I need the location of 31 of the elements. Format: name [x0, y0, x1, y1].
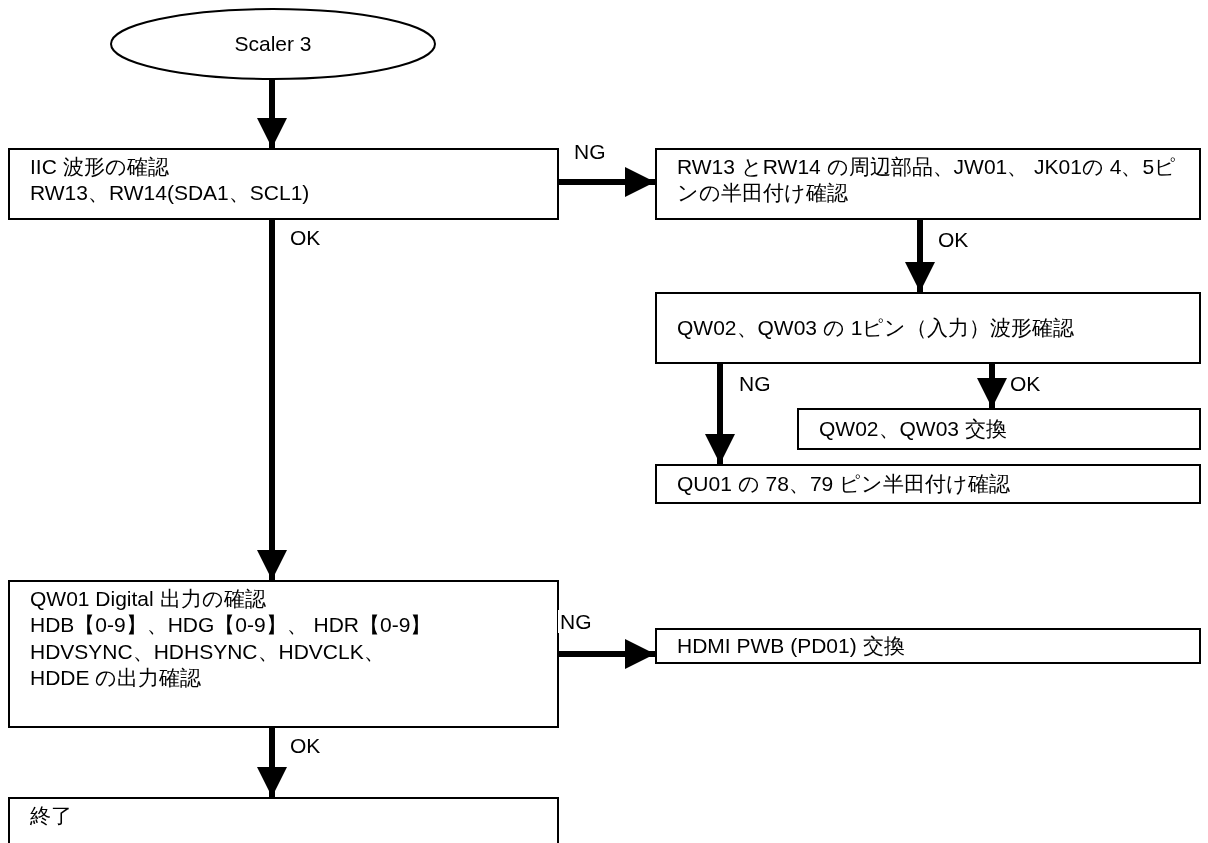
arrow [905, 220, 935, 292]
node-text: QW01 Digital 出力の確認 [30, 586, 267, 612]
node-text: Scaler 3 [234, 30, 312, 57]
process-box [655, 292, 1201, 364]
end-box [8, 797, 559, 843]
node-detail-text: HDVSYNC、HDHSYNC、HDVCLK、 [30, 638, 386, 665]
node-text: RW13 とRW14 の周辺部品、JW01、 JK01の 4、5ピンの半田付け確認 [677, 154, 1178, 207]
node-text: HDMI PWB (PD01) 交換 [677, 632, 906, 659]
arrow [977, 364, 1007, 408]
node-text: 終了 [30, 803, 73, 829]
edge-label: NG [558, 610, 594, 634]
process-box [8, 580, 559, 728]
arrow [257, 728, 287, 797]
node-text: QW02、QW03 交換 [819, 415, 1008, 442]
process-box [655, 628, 1201, 664]
process-box [8, 148, 559, 220]
arrow [257, 80, 287, 148]
start-ellipse [110, 8, 436, 80]
node-detail-text: HDB【0-9】、HDG【0-9】、 HDR【0-9】 [30, 612, 433, 639]
process-box [797, 408, 1201, 450]
node-detail-text: RW13、RW14(SDA1、SCL1) [30, 180, 311, 207]
node-text: IIC 波形の確認 [30, 154, 170, 180]
arrow [559, 167, 655, 197]
process-box [655, 148, 1201, 220]
arrow [559, 639, 655, 669]
process-box [655, 464, 1201, 504]
arrow [705, 364, 735, 464]
arrow [257, 220, 287, 580]
node-detail-text: HDDE の出力確認 [30, 664, 203, 691]
node-text: QU01 の 78、79 ピン半田付け確認 [677, 470, 1012, 497]
node-text: QW02、QW03 の 1ピン（入力）波形確認 [677, 314, 1076, 341]
